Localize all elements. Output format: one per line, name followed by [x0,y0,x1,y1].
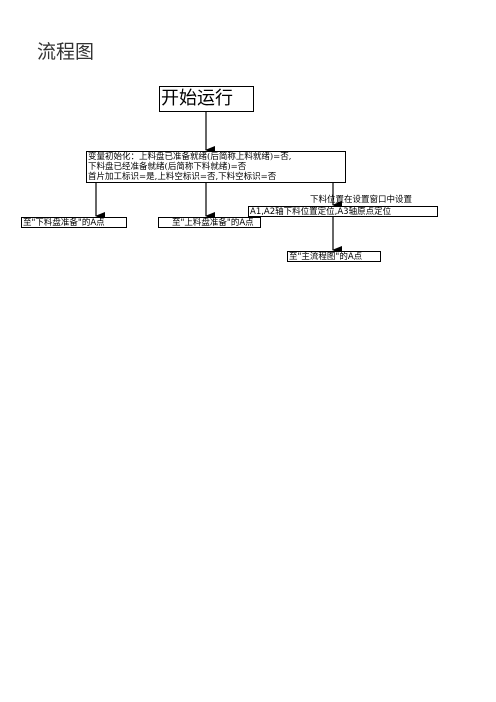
goto-load-tray-a-label: 至"上料盘准备"的A点 [172,218,254,228]
init-line-3: 首片加工标识=是,上料空标识=否,下料空标识=否 [88,172,277,182]
init-line-2: 下料盘已经准备就绪(后简称下料就绪)=否 [88,162,247,172]
axis-positioning-node: A1,A2轴下料位置定位,A3轴原点定位 [248,206,438,217]
goto-main-flow-a-node: 至"主流程图"的A点 [287,251,381,262]
goto-load-tray-a-node: 至"上料盘准备"的A点 [158,217,261,228]
init-line-1: 变量初始化：上料盘已准备就绪(后简称上料就绪)=否, [88,152,292,162]
position-setting-label: 下料位置在设置窗口中设置 [310,195,413,205]
page-title: 流程图 [37,41,95,63]
init-variables-node: 变量初始化：上料盘已准备就绪(后简称上料就绪)=否, 下料盘已经准备就绪(后简称… [86,151,346,183]
start-node: 开始运行 [159,86,254,112]
goto-unload-tray-a-node: 至"下料盘准备"的A点 [21,217,127,228]
